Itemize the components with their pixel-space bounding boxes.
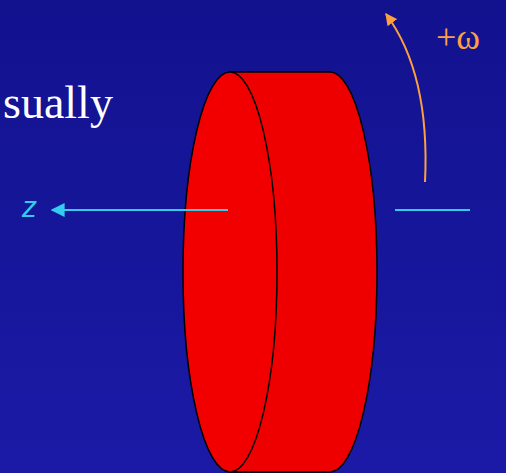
rotation-label: +ω xyxy=(436,17,480,57)
z-axis-arrow xyxy=(52,209,228,211)
axis-label: z xyxy=(22,190,37,223)
slide-text: sually xyxy=(3,77,113,128)
axis-label-box: z xyxy=(22,190,37,224)
rotation-label-box: +ω xyxy=(436,16,480,58)
rotation-arrow xyxy=(386,14,426,182)
slide-text-box: sually xyxy=(3,76,113,129)
axis-line xyxy=(395,209,470,211)
disk-face xyxy=(183,72,277,472)
